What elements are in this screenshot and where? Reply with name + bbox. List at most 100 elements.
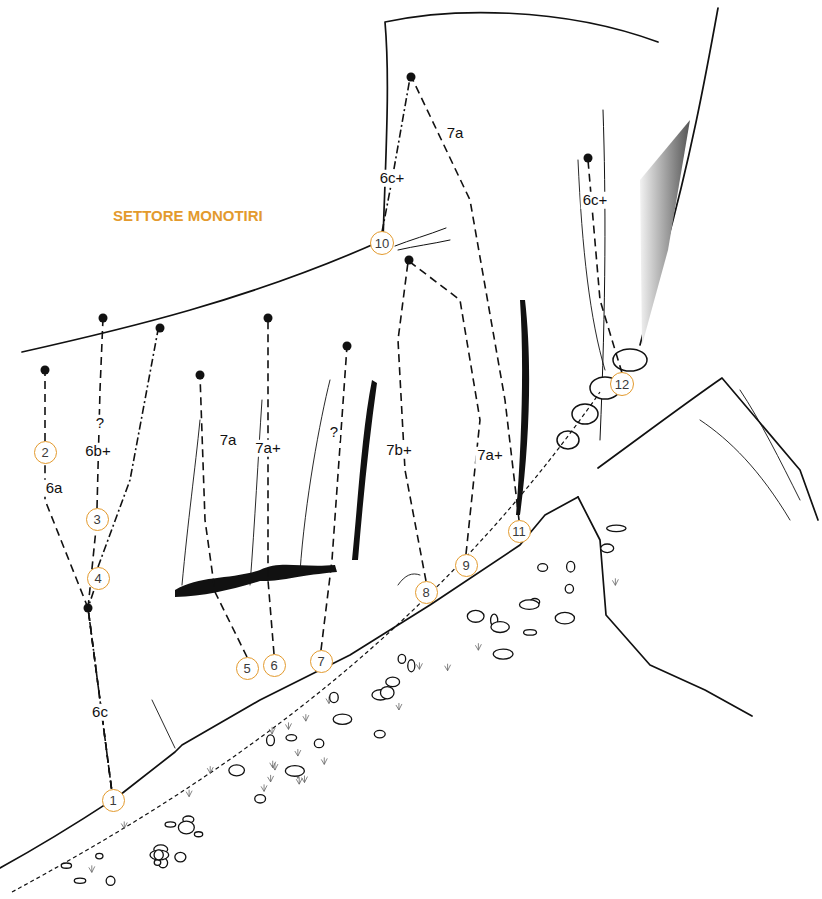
route-number-circle: 11 — [508, 520, 531, 543]
route-line — [200, 375, 247, 657]
route-number-circle: 6 — [263, 654, 286, 677]
boulder — [150, 850, 169, 860]
callout-number: 11 — [512, 525, 526, 538]
anchor-dot — [196, 371, 205, 380]
grass-tick — [301, 776, 307, 783]
route-grade: ? — [94, 415, 106, 432]
pillar-outline — [640, 8, 718, 345]
route-grade: 6b+ — [83, 443, 112, 460]
boulder — [555, 612, 574, 623]
grass-tick — [445, 664, 451, 671]
black-crack — [516, 300, 529, 515]
boulder — [467, 610, 484, 622]
boulder — [398, 654, 406, 663]
boulder — [491, 622, 509, 633]
route-grade: 6c — [90, 704, 110, 721]
boulder — [255, 795, 266, 803]
slab-lines — [700, 390, 800, 520]
route-number-circle: 2 — [34, 441, 57, 464]
grass-tick — [269, 727, 275, 734]
callout-number: 6 — [270, 659, 277, 672]
roof-crack — [395, 228, 450, 250]
boulder — [165, 822, 176, 827]
grass-tick — [268, 775, 274, 782]
grass-tick — [303, 714, 309, 721]
callout-number: 4 — [94, 572, 101, 585]
route-number-circle: 5 — [236, 657, 259, 680]
grass-tick — [285, 722, 291, 729]
boulder — [314, 739, 323, 748]
right-rock — [578, 497, 752, 716]
callout-number: 7 — [317, 655, 324, 668]
pillar-shade — [640, 120, 690, 345]
anchor-dot — [584, 154, 593, 163]
boulder — [386, 677, 400, 687]
block — [572, 404, 598, 424]
callout-number: 1 — [109, 794, 116, 807]
route-grade: 6c+ — [378, 170, 407, 187]
route-line — [44, 370, 46, 441]
route-number-circle: 12 — [610, 372, 634, 396]
boulder — [330, 692, 339, 702]
callout-number: 9 — [462, 559, 469, 572]
boulder — [524, 630, 537, 635]
black-streak — [352, 380, 377, 560]
route-line — [398, 262, 426, 581]
tower-outline — [383, 13, 658, 240]
grass-tick — [296, 777, 302, 784]
boulder — [607, 525, 626, 532]
route-number-circle: 10 — [370, 231, 394, 255]
boulder — [178, 821, 194, 834]
callout-number: 5 — [243, 662, 250, 675]
route-grade: 6c+ — [581, 192, 610, 209]
boulder — [229, 765, 245, 776]
sector-title: SETTORE MONOTIRI — [113, 207, 263, 224]
grass-tick — [396, 703, 402, 710]
anchor-dot — [264, 314, 273, 323]
boulder — [286, 735, 297, 741]
callout-number: 10 — [375, 237, 389, 250]
route-number-circle: 3 — [86, 508, 109, 531]
route-number-circle: 1 — [102, 789, 125, 812]
route-line — [45, 464, 112, 789]
route-line — [412, 78, 519, 520]
anchor-dot — [99, 314, 108, 323]
boulder — [96, 853, 103, 858]
boulder — [61, 863, 71, 868]
route-number-circle: 9 — [455, 554, 478, 577]
boulder — [154, 850, 163, 860]
boulder — [380, 687, 394, 699]
route-grade: ? — [328, 424, 340, 441]
route-grade: 7a+ — [253, 440, 282, 457]
route-grade: 7a+ — [475, 447, 504, 464]
grass-tick — [261, 784, 267, 791]
boulder — [408, 660, 415, 672]
grass-tick — [270, 761, 276, 768]
boulder — [333, 714, 352, 724]
grass-tick — [121, 821, 127, 828]
grass-tick — [321, 757, 327, 764]
route-line — [410, 262, 480, 554]
boulder — [74, 878, 85, 883]
boulder — [194, 832, 202, 837]
wall-top-left — [22, 240, 383, 352]
approach-trail — [12, 392, 600, 892]
callout-number: 2 — [41, 446, 48, 459]
boulder — [175, 852, 186, 862]
callout-number: 12 — [615, 378, 629, 391]
route-grade: 7a — [445, 125, 466, 142]
grass-tick — [186, 790, 192, 797]
right-slab — [598, 378, 818, 520]
boulder — [493, 649, 513, 659]
anchor-dot — [407, 73, 416, 82]
route-number-circle: 8 — [415, 581, 438, 604]
callout-number: 8 — [422, 586, 429, 599]
grass-tick — [207, 766, 213, 773]
boulder — [601, 544, 614, 553]
anchor-dot — [405, 256, 414, 265]
grass-tick — [475, 643, 481, 650]
rock-crack — [152, 380, 330, 748]
route-grade: 6a — [44, 480, 65, 497]
anchor-dot — [343, 342, 352, 351]
